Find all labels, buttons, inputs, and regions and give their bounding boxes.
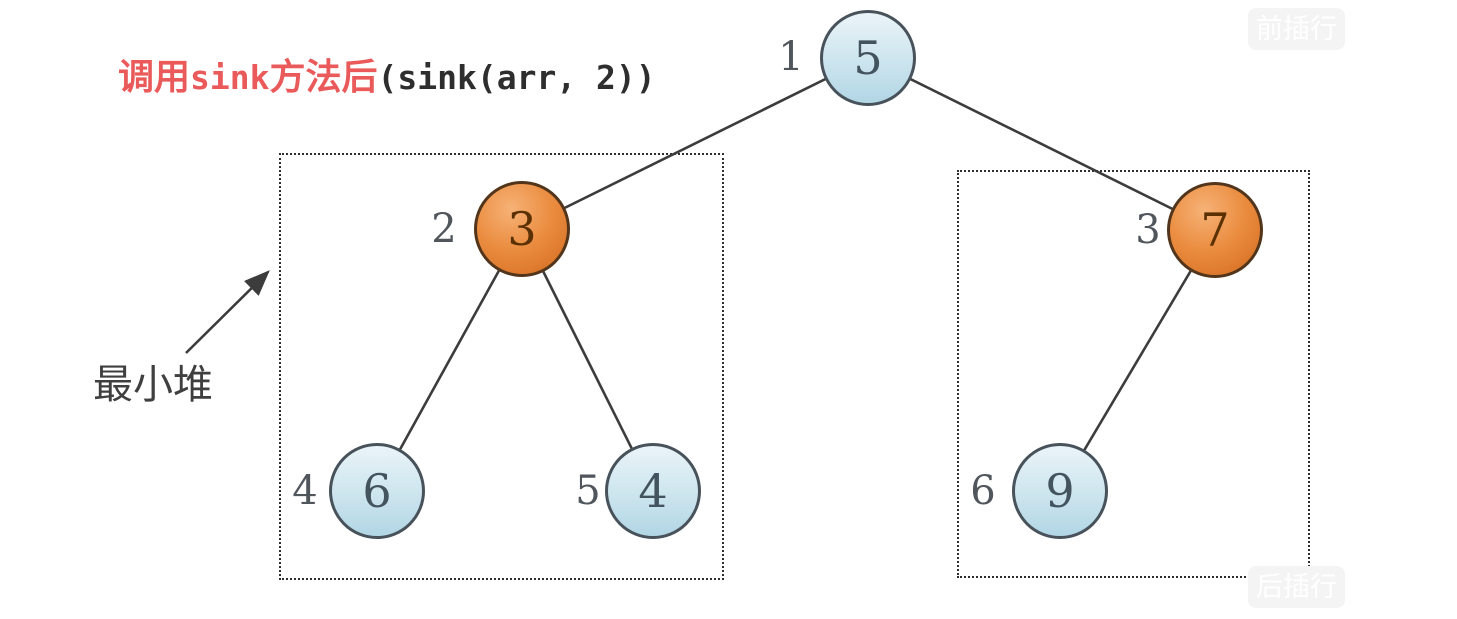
node-index-6: 6 bbox=[970, 468, 996, 514]
tree-node-5: 4 bbox=[605, 443, 701, 539]
insert-row-before-button[interactable]: 前插行 bbox=[1248, 8, 1345, 50]
tree-edge-1-3 bbox=[867, 56, 1216, 232]
node-index-2: 2 bbox=[431, 206, 457, 252]
insert-row-after-button[interactable]: 后插行 bbox=[1248, 566, 1345, 608]
caption-cn-1: 调用 bbox=[118, 57, 191, 97]
tree-node-4: 6 bbox=[329, 443, 425, 539]
min-heap-arrow bbox=[185, 270, 270, 354]
left-subtree-box bbox=[279, 153, 724, 580]
tree-node-1: 5 bbox=[820, 10, 916, 106]
node-index-1: 1 bbox=[778, 34, 804, 80]
node-index-4: 4 bbox=[292, 468, 318, 514]
right-subtree-box bbox=[957, 170, 1310, 578]
tree-edge-2-4 bbox=[375, 228, 524, 492]
min-heap-label: 最小堆 bbox=[93, 362, 213, 407]
tree-node-2: 3 bbox=[474, 181, 570, 277]
node-index-3: 3 bbox=[1135, 207, 1161, 253]
caption-code-2: (sink(arr, 2)) bbox=[377, 58, 656, 97]
caption-code-1: sink bbox=[190, 58, 270, 97]
caption-cn-2: 方法后 bbox=[269, 57, 378, 97]
tree-edge-1-2 bbox=[521, 56, 869, 231]
tree-node-6: 9 bbox=[1012, 443, 1108, 539]
tree-edge-3-6 bbox=[1058, 229, 1217, 492]
caption: 调用sink方法后(sink(arr, 2)) bbox=[118, 48, 656, 100]
node-index-5: 5 bbox=[575, 468, 601, 514]
tree-node-3: 7 bbox=[1167, 182, 1263, 278]
